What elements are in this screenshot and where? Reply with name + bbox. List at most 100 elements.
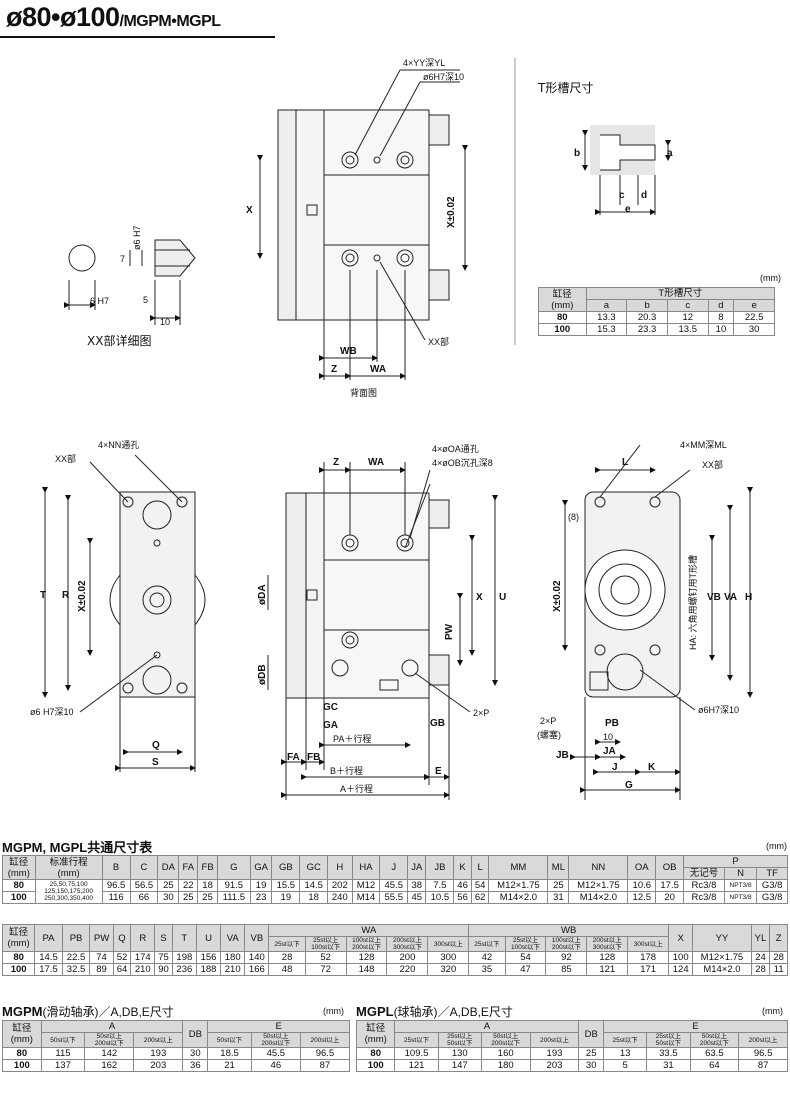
lbl-2p: 2×P xyxy=(473,708,489,718)
table-header-cell: S xyxy=(154,924,173,952)
table-header-cell: 50st以下 xyxy=(207,1032,252,1048)
lbl-g: G xyxy=(625,780,633,791)
table-cell: 31 xyxy=(646,1059,691,1072)
table-cell: 147 xyxy=(437,1059,482,1072)
table-cell: 18 xyxy=(299,891,329,904)
table-cell: 91.5 xyxy=(216,879,251,892)
table-cell: 162 xyxy=(84,1059,135,1072)
lbl-z: Z xyxy=(331,364,337,375)
lbl-b: b xyxy=(574,148,580,159)
table-cell: 80 xyxy=(2,1047,42,1060)
table-cell: 25 xyxy=(178,891,199,904)
table-cell: 11 xyxy=(769,963,788,976)
table-header-cell: VA xyxy=(220,924,246,952)
table-header-cell: ML xyxy=(547,855,570,880)
table-header-cell: 100st以上 200st以下 xyxy=(545,936,588,952)
table-cell: 23 xyxy=(249,891,273,904)
lbl-b-stroke: B＋行程 xyxy=(330,765,363,776)
table-header-cell: E xyxy=(207,1020,350,1033)
table-cell: 121 xyxy=(394,1059,439,1072)
table-cell: 45 xyxy=(407,891,427,904)
lbl-pa: PA＋行程 xyxy=(333,733,371,744)
table-cell: 236 xyxy=(171,963,197,976)
table-cell: 210 xyxy=(130,963,156,976)
table-header-cell: MM xyxy=(488,855,549,880)
table-cell: 22.5 xyxy=(733,311,775,324)
table-cell: 18.5 xyxy=(207,1047,252,1060)
table-cell: 210 xyxy=(220,963,246,976)
table-cell: 47 xyxy=(504,963,547,976)
lbl-e: e xyxy=(625,204,631,215)
lbl-x-left: X±0.02 xyxy=(77,580,88,612)
lbl-6h7: 6 H7 xyxy=(90,296,109,306)
table-cell: 10 xyxy=(707,323,735,336)
table-header-cell: 25st以上 100st以下 xyxy=(304,936,347,952)
table-header-cell: E xyxy=(603,1020,788,1033)
lbl-a-stroke: A＋行程 xyxy=(340,783,373,794)
lbl-vb: VB xyxy=(707,592,721,603)
t-slot-header-bore: 缸径 (mm) xyxy=(538,287,587,312)
table-cell: 160 xyxy=(480,1047,531,1060)
lbl-r: R xyxy=(62,590,70,601)
lbl-va: VA xyxy=(724,592,737,603)
table-header-cell: Z xyxy=(769,924,788,952)
lbl-10: 10 xyxy=(160,317,170,327)
lbl-yy: 4×YY深YL xyxy=(403,58,445,68)
table-cell: G3/8 xyxy=(756,891,788,904)
table-header-cell: FA xyxy=(178,855,199,880)
table-cell: 72 xyxy=(304,963,347,976)
mgpl-table-unit: (mm) xyxy=(762,1006,783,1016)
table-cell: 96.5 xyxy=(299,1047,351,1060)
table-header-cell: C xyxy=(129,855,159,880)
table-header-cell: OB xyxy=(655,855,685,880)
lbl-da: øDA xyxy=(257,584,268,605)
table-cell: 320 xyxy=(427,963,470,976)
table-cell: 80 xyxy=(355,1047,396,1060)
table-cell: 100 xyxy=(1,963,36,976)
common-table-title: MGPM, MGPL共通尺寸表 xyxy=(2,840,153,855)
table-header-cell: 25st以下 xyxy=(468,936,506,952)
table-cell: Rc3/8 xyxy=(683,879,725,892)
table-cell: 137 xyxy=(40,1059,86,1072)
table-cell: 193 xyxy=(529,1047,580,1060)
table-cell: 25 xyxy=(547,879,570,892)
mgpm-table-title: MGPM(滑动轴承)／A,DB,E尺寸 xyxy=(2,1004,174,1019)
table-cell: 96.5 xyxy=(101,879,131,892)
table-cell: 111.5 xyxy=(216,891,251,904)
table-cell: 28 xyxy=(769,951,788,964)
lbl-u: U xyxy=(499,592,506,603)
lbl-fb: FB xyxy=(307,752,320,763)
table-cell: 100 xyxy=(355,1059,396,1072)
lbl-fa: FA xyxy=(287,752,300,763)
table-cell: 14.5 xyxy=(34,951,63,964)
table-header-cell: OA xyxy=(627,855,657,880)
table-header-cell: 50st以下 xyxy=(40,1032,86,1048)
table-cell: 96.5 xyxy=(738,1047,788,1060)
table-cell: 100 xyxy=(2,1059,42,1072)
table-cell: 13 xyxy=(603,1047,648,1060)
table-header-cell: H xyxy=(327,855,353,880)
lbl-wb: WB xyxy=(340,346,357,357)
table-cell: 156 xyxy=(195,951,222,964)
table-header-cell: PB xyxy=(61,924,91,952)
table-header-cell: U xyxy=(195,924,222,952)
table-cell: 203 xyxy=(133,1059,184,1072)
table-cell: NPT3/8 xyxy=(723,891,758,904)
table-header-cell: 100st以上 200st以下 xyxy=(345,936,388,952)
t-slot-title: T形槽尺寸 xyxy=(537,81,593,95)
table-cell: 100 xyxy=(2,891,36,904)
lbl-ga: GA xyxy=(323,720,338,731)
lbl-10-right: 10 xyxy=(603,732,613,742)
table-cell: 142 xyxy=(84,1047,135,1060)
back-view-caption: 背面图 xyxy=(350,387,377,398)
table-cell: 121 xyxy=(586,963,629,976)
table-header-cell: 缸径 (mm) xyxy=(2,1020,42,1048)
table-cell: NPT3/8 xyxy=(723,879,758,892)
t-slot-header-group: T形槽尺寸 xyxy=(585,287,776,300)
table-cell: 188 xyxy=(195,963,222,976)
